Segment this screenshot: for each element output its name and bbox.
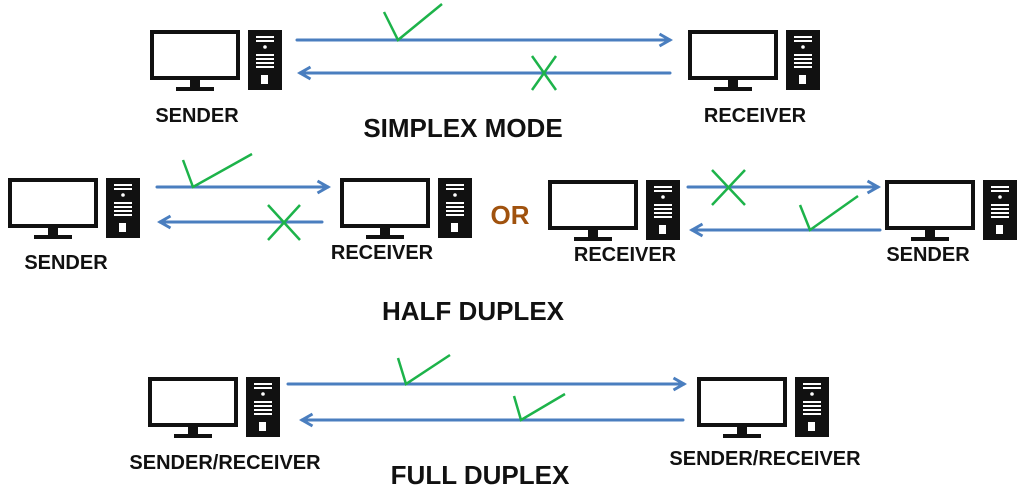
- simplex-title: SIMPLEX MODE: [363, 113, 562, 143]
- receiver-label: RECEIVER: [574, 244, 677, 266]
- full-duplex-title: FULL DUPLEX: [391, 460, 570, 488]
- receiver-label: RECEIVER: [331, 242, 434, 264]
- sender-label: SENDER: [886, 244, 970, 266]
- sender-receiver-label: SENDER/RECEIVER: [129, 452, 321, 474]
- check-icon: [181, 152, 253, 189]
- cross-icon: [711, 169, 746, 206]
- receiver-computer-icon: [688, 28, 822, 93]
- cross-icon: [267, 204, 301, 241]
- receiver-computer-icon: [548, 178, 682, 243]
- sender-computer-icon: [8, 176, 142, 241]
- cross-icon: [530, 55, 558, 91]
- check-icon: [512, 392, 566, 422]
- check-icon: [396, 353, 451, 386]
- sender-receiver-computer-icon: [148, 375, 282, 440]
- or-label: OR: [491, 200, 530, 230]
- sender-computer-icon: [150, 28, 284, 93]
- receiver-label: RECEIVER: [704, 105, 807, 127]
- sender-receiver-label: SENDER/RECEIVER: [669, 448, 861, 470]
- sender-computer-icon: [885, 178, 1019, 243]
- check-icon: [798, 194, 859, 232]
- sender-label: SENDER: [24, 252, 108, 274]
- check-icon: [382, 3, 443, 42]
- sender-label: SENDER: [155, 105, 239, 127]
- receiver-computer-icon: [340, 176, 474, 241]
- half-duplex-title: HALF DUPLEX: [382, 296, 565, 326]
- sender-receiver-computer-icon: [697, 375, 831, 440]
